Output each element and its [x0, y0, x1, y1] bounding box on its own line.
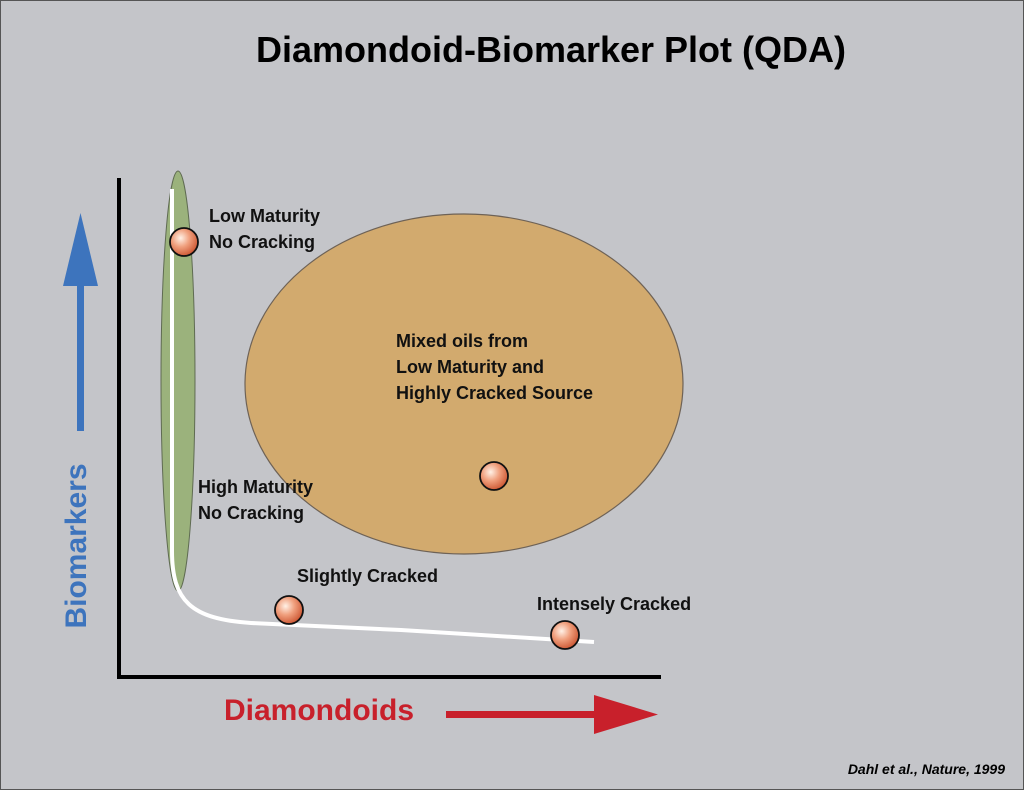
sample-point-intensely-cracked	[550, 620, 580, 650]
citation: Dahl et al., Nature, 1999	[847, 761, 1005, 777]
sample-point-slightly-cracked	[274, 595, 304, 625]
slightly-cracked-label: Slightly Cracked	[297, 566, 439, 586]
y-axis-arrow	[63, 213, 98, 431]
page-title: Diamondoid-Biomarker Plot (QDA)	[255, 29, 847, 70]
mixed-oils-label: Mixed oils from Low Maturity and Highly …	[396, 328, 593, 406]
maturity-curve	[170, 189, 595, 644]
low-maturity-label: Low Maturity No Cracking	[209, 203, 320, 255]
mixed-oils-zone	[244, 213, 684, 555]
high-maturity-label: High Maturity No Cracking	[198, 474, 313, 526]
sample-point-mixed	[479, 461, 509, 491]
low-maturity-line2: No Cracking	[209, 232, 316, 252]
mixed-oils-line1: Mixed oils from	[396, 331, 529, 351]
x-axis-label: Diamondoids	[224, 694, 415, 727]
high-maturity-line1: High Maturity	[198, 477, 313, 497]
y-axis-label: Biomarkers	[60, 463, 93, 629]
sample-point-low-maturity	[169, 227, 199, 257]
x-axis-arrow	[446, 695, 658, 734]
high-maturity-line2: No Cracking	[198, 503, 305, 523]
mixed-oils-line2: Low Maturity and	[396, 357, 544, 377]
low-maturity-line1: Low Maturity	[209, 206, 320, 226]
mixed-oils-line3: Highly Cracked Source	[396, 383, 594, 403]
intensely-cracked-label: Intensely Cracked	[537, 594, 692, 614]
